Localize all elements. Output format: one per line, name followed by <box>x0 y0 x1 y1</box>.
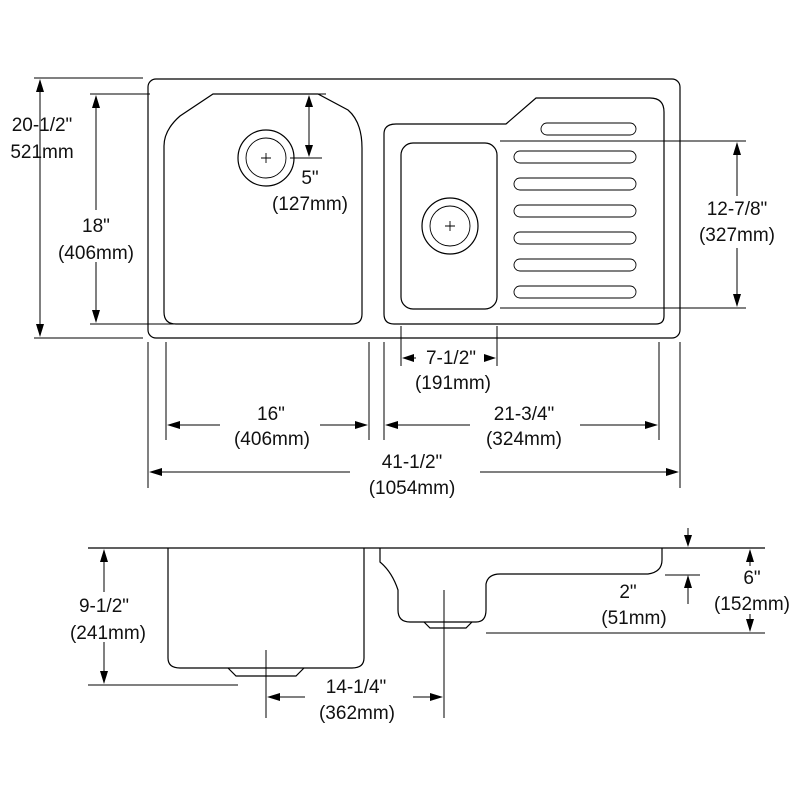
drainboard-rib <box>513 258 637 272</box>
left-bowl-depth-imperial: 18" <box>82 216 110 237</box>
side-view: 9-1/2" (241mm) 14-1/4" (362mm) 2" (51mm) <box>55 528 800 724</box>
dim-bowl-height: 9-1/2" (241mm) <box>55 549 153 684</box>
dim-drainboard-depth: 12-7/8" (327mm) <box>500 140 786 309</box>
drain-offset-metric: (127mm) <box>272 194 348 215</box>
dim-small-bowl-height: 2" (51mm) <box>601 575 692 629</box>
dim-overall-width: 41-1/2" (1054mm) <box>149 450 679 499</box>
dim-small-bowl-width: 7-1/2" (191mm) <box>400 326 498 394</box>
left-drain-inner <box>245 137 287 179</box>
small-bowl-height-imperial: 2" <box>619 582 636 603</box>
right-section-outline <box>383 97 665 325</box>
drainboard-depth-metric: (327mm) <box>699 225 775 246</box>
drainboard-rib <box>513 204 637 218</box>
drainboard-rib <box>540 122 637 136</box>
dim-left-bowl-depth: 18" (406mm) <box>58 93 175 325</box>
bowl-height-imperial: 9-1/2" <box>79 596 129 617</box>
top-view-extension-lines <box>147 342 681 488</box>
sink-deck-outline <box>147 78 681 339</box>
left-bowl-width-metric: (406mm) <box>234 429 310 450</box>
small-bowl-width-metric: (191mm) <box>415 373 491 394</box>
dim-drain-spacing: 14-1/4" (362mm) <box>267 676 443 724</box>
side-right-drain <box>423 621 473 629</box>
right-drain-outer <box>421 197 479 255</box>
left-drain-cross <box>261 153 271 163</box>
dim-right-section-width: 21-3/4" (324mm) <box>385 404 658 450</box>
drainboard-rib <box>513 150 637 164</box>
dim-overall-depth: 20-1/2" 521mm <box>10 77 143 339</box>
drainboard-rib <box>513 285 637 299</box>
drainboard-depth-imperial: 12-7/8" <box>707 199 768 220</box>
right-section-width-metric: (324mm) <box>486 429 562 450</box>
drainboard-ribs <box>513 122 637 299</box>
drain-spacing-metric: (362mm) <box>319 703 395 724</box>
bowl-height-metric: (241mm) <box>70 623 146 644</box>
small-bowl-width-imperial: 7-1/2" <box>426 348 476 369</box>
dim-left-bowl-width: 16" (406mm) <box>167 404 368 450</box>
dim-right-height: 6" (152mm) <box>684 528 800 632</box>
right-drain-inner <box>429 205 471 247</box>
side-right-section-profile <box>379 548 663 623</box>
drain-offset-imperial: 5" <box>301 168 318 189</box>
left-bowl-width-imperial: 16" <box>257 404 285 425</box>
overall-depth-metric: 521mm <box>10 142 73 163</box>
overall-depth-imperial: 20-1/2" <box>12 115 73 136</box>
left-bowl-outline <box>163 93 363 325</box>
left-bowl-depth-metric: (406mm) <box>58 243 134 264</box>
top-view: 20-1/2" 521mm 18" (406mm) 5" (127mm) <box>10 77 786 499</box>
overall-width-imperial: 41-1/2" <box>382 452 443 473</box>
dim-drain-offset: 5" (127mm) <box>272 93 348 215</box>
drain-spacing-imperial: 14-1/4" <box>326 677 387 698</box>
drainboard-rib <box>513 177 637 191</box>
overall-width-metric: (1054mm) <box>369 478 456 499</box>
right-height-metric: (152mm) <box>714 594 790 615</box>
small-bowl-outline <box>400 142 498 310</box>
right-section-width-imperial: 21-3/4" <box>494 404 555 425</box>
small-bowl-height-metric: (51mm) <box>601 608 666 629</box>
right-height-imperial: 6" <box>743 568 760 589</box>
drainboard-rib <box>513 231 637 245</box>
right-drain-cross <box>445 221 455 231</box>
